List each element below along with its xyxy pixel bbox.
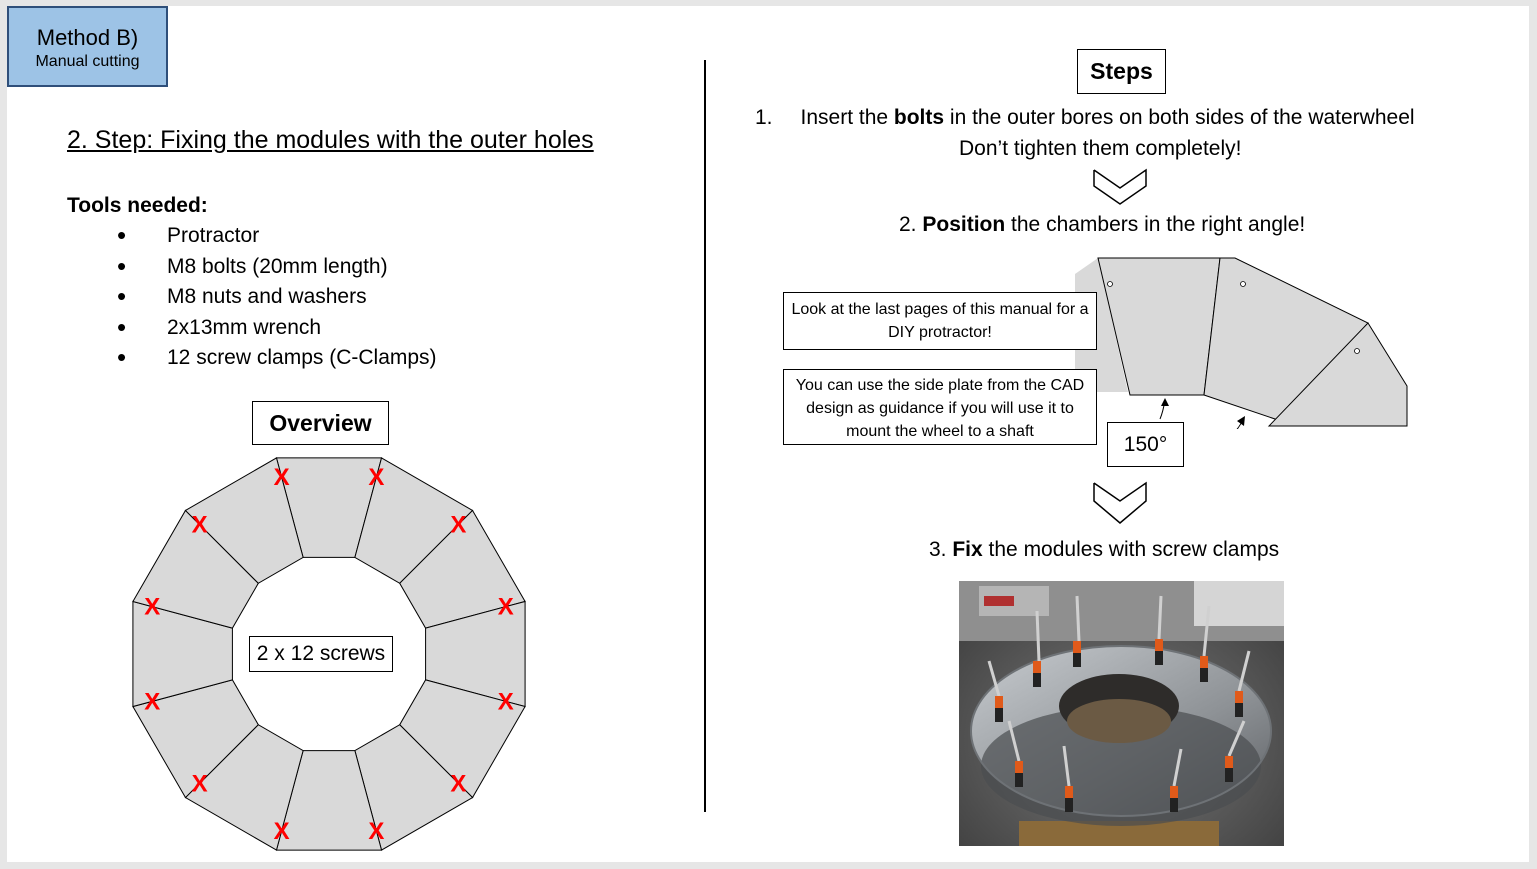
screw-marker: X (144, 594, 160, 621)
screw-marker: X (450, 770, 466, 797)
step-title: 2. Step: Fixing the modules with the out… (67, 126, 594, 154)
method-subtitle: Manual cutting (35, 53, 140, 70)
ring-diagram: X X X X X X X X X X X X (132, 457, 526, 851)
screw-marker: X (498, 688, 514, 715)
tool-item: M8 bolts (20mm length) (117, 251, 437, 286)
tool-item: 12 screw clamps (C-Clamps) (117, 342, 437, 377)
screw-marker: X (192, 770, 208, 797)
step-2-text: 2. Position the chambers in the right an… (899, 213, 1305, 237)
angle-label: 150° (1107, 422, 1184, 467)
step-3-bold: Fix (952, 538, 983, 561)
method-badge: Method B) Manual cutting (7, 6, 168, 87)
chevron-down-icon (1093, 481, 1147, 524)
screw-marker: X (144, 688, 160, 715)
plate-partial-left (1075, 258, 1128, 392)
slide: Method B) Manual cutting 2. Step: Fixing… (7, 6, 1529, 862)
step-1-text: 1. Insert the bolts in the outer bores on… (755, 106, 1415, 130)
step-1-note: Don’t tighten them completely! (959, 137, 1242, 160)
bore-hole (1107, 281, 1113, 287)
method-title: Method B) (36, 25, 139, 50)
bore-hole (1354, 348, 1360, 354)
step-1-pre: Insert the (800, 106, 894, 129)
clamped-modules-photo (959, 581, 1284, 846)
step-3-post: the modules with screw clamps (982, 538, 1280, 561)
tool-item: Protractor (117, 220, 437, 255)
tools-heading: Tools needed: (67, 194, 208, 217)
step-2-number: 2. (899, 213, 923, 236)
step-1-post: in the outer bores on both sides of the … (944, 106, 1415, 129)
plate-right (1267, 322, 1408, 427)
tools-list: Protractor M8 bolts (20mm length) M8 nut… (117, 220, 437, 377)
tool-item: 2x13mm wrench (117, 312, 437, 347)
screw-marker: X (192, 512, 208, 539)
overview-label: Overview (252, 401, 389, 445)
screw-marker: X (450, 512, 466, 539)
step-3-number: 3. (929, 538, 953, 561)
ring-markers: X X X X X X X X X X X X (144, 464, 514, 845)
tool-item: M8 nuts and washers (117, 281, 437, 316)
ring-segments (132, 457, 526, 851)
screw-marker: X (498, 594, 514, 621)
column-divider (704, 60, 706, 812)
step-3-text: 3. Fix the modules with screw clamps (929, 538, 1279, 562)
bore-hole (1240, 281, 1246, 287)
side-plate-note: You can use the side plate from the CAD … (783, 369, 1097, 445)
angle-diagram (1075, 257, 1408, 429)
chevron-down-icon (1093, 168, 1147, 205)
screw-marker: X (274, 464, 290, 491)
step-1-number: 1. (755, 106, 773, 129)
steps-heading: Steps (1077, 49, 1166, 94)
protractor-note: Look at the last pages of this manual fo… (783, 292, 1097, 350)
screw-marker: X (368, 818, 384, 845)
arrowhead (1161, 398, 1169, 406)
step-1-bold: bolts (893, 106, 945, 129)
ring-segment (184, 457, 304, 584)
screw-marker: X (274, 818, 290, 845)
step-2-bold: Position (922, 213, 1006, 236)
screw-marker: X (368, 464, 384, 491)
step-2-post: the chambers in the right angle! (1005, 213, 1306, 236)
screws-label: 2 x 12 screws (249, 636, 393, 672)
arrowhead (1237, 416, 1245, 426)
angle-arrow-right (1236, 418, 1244, 429)
